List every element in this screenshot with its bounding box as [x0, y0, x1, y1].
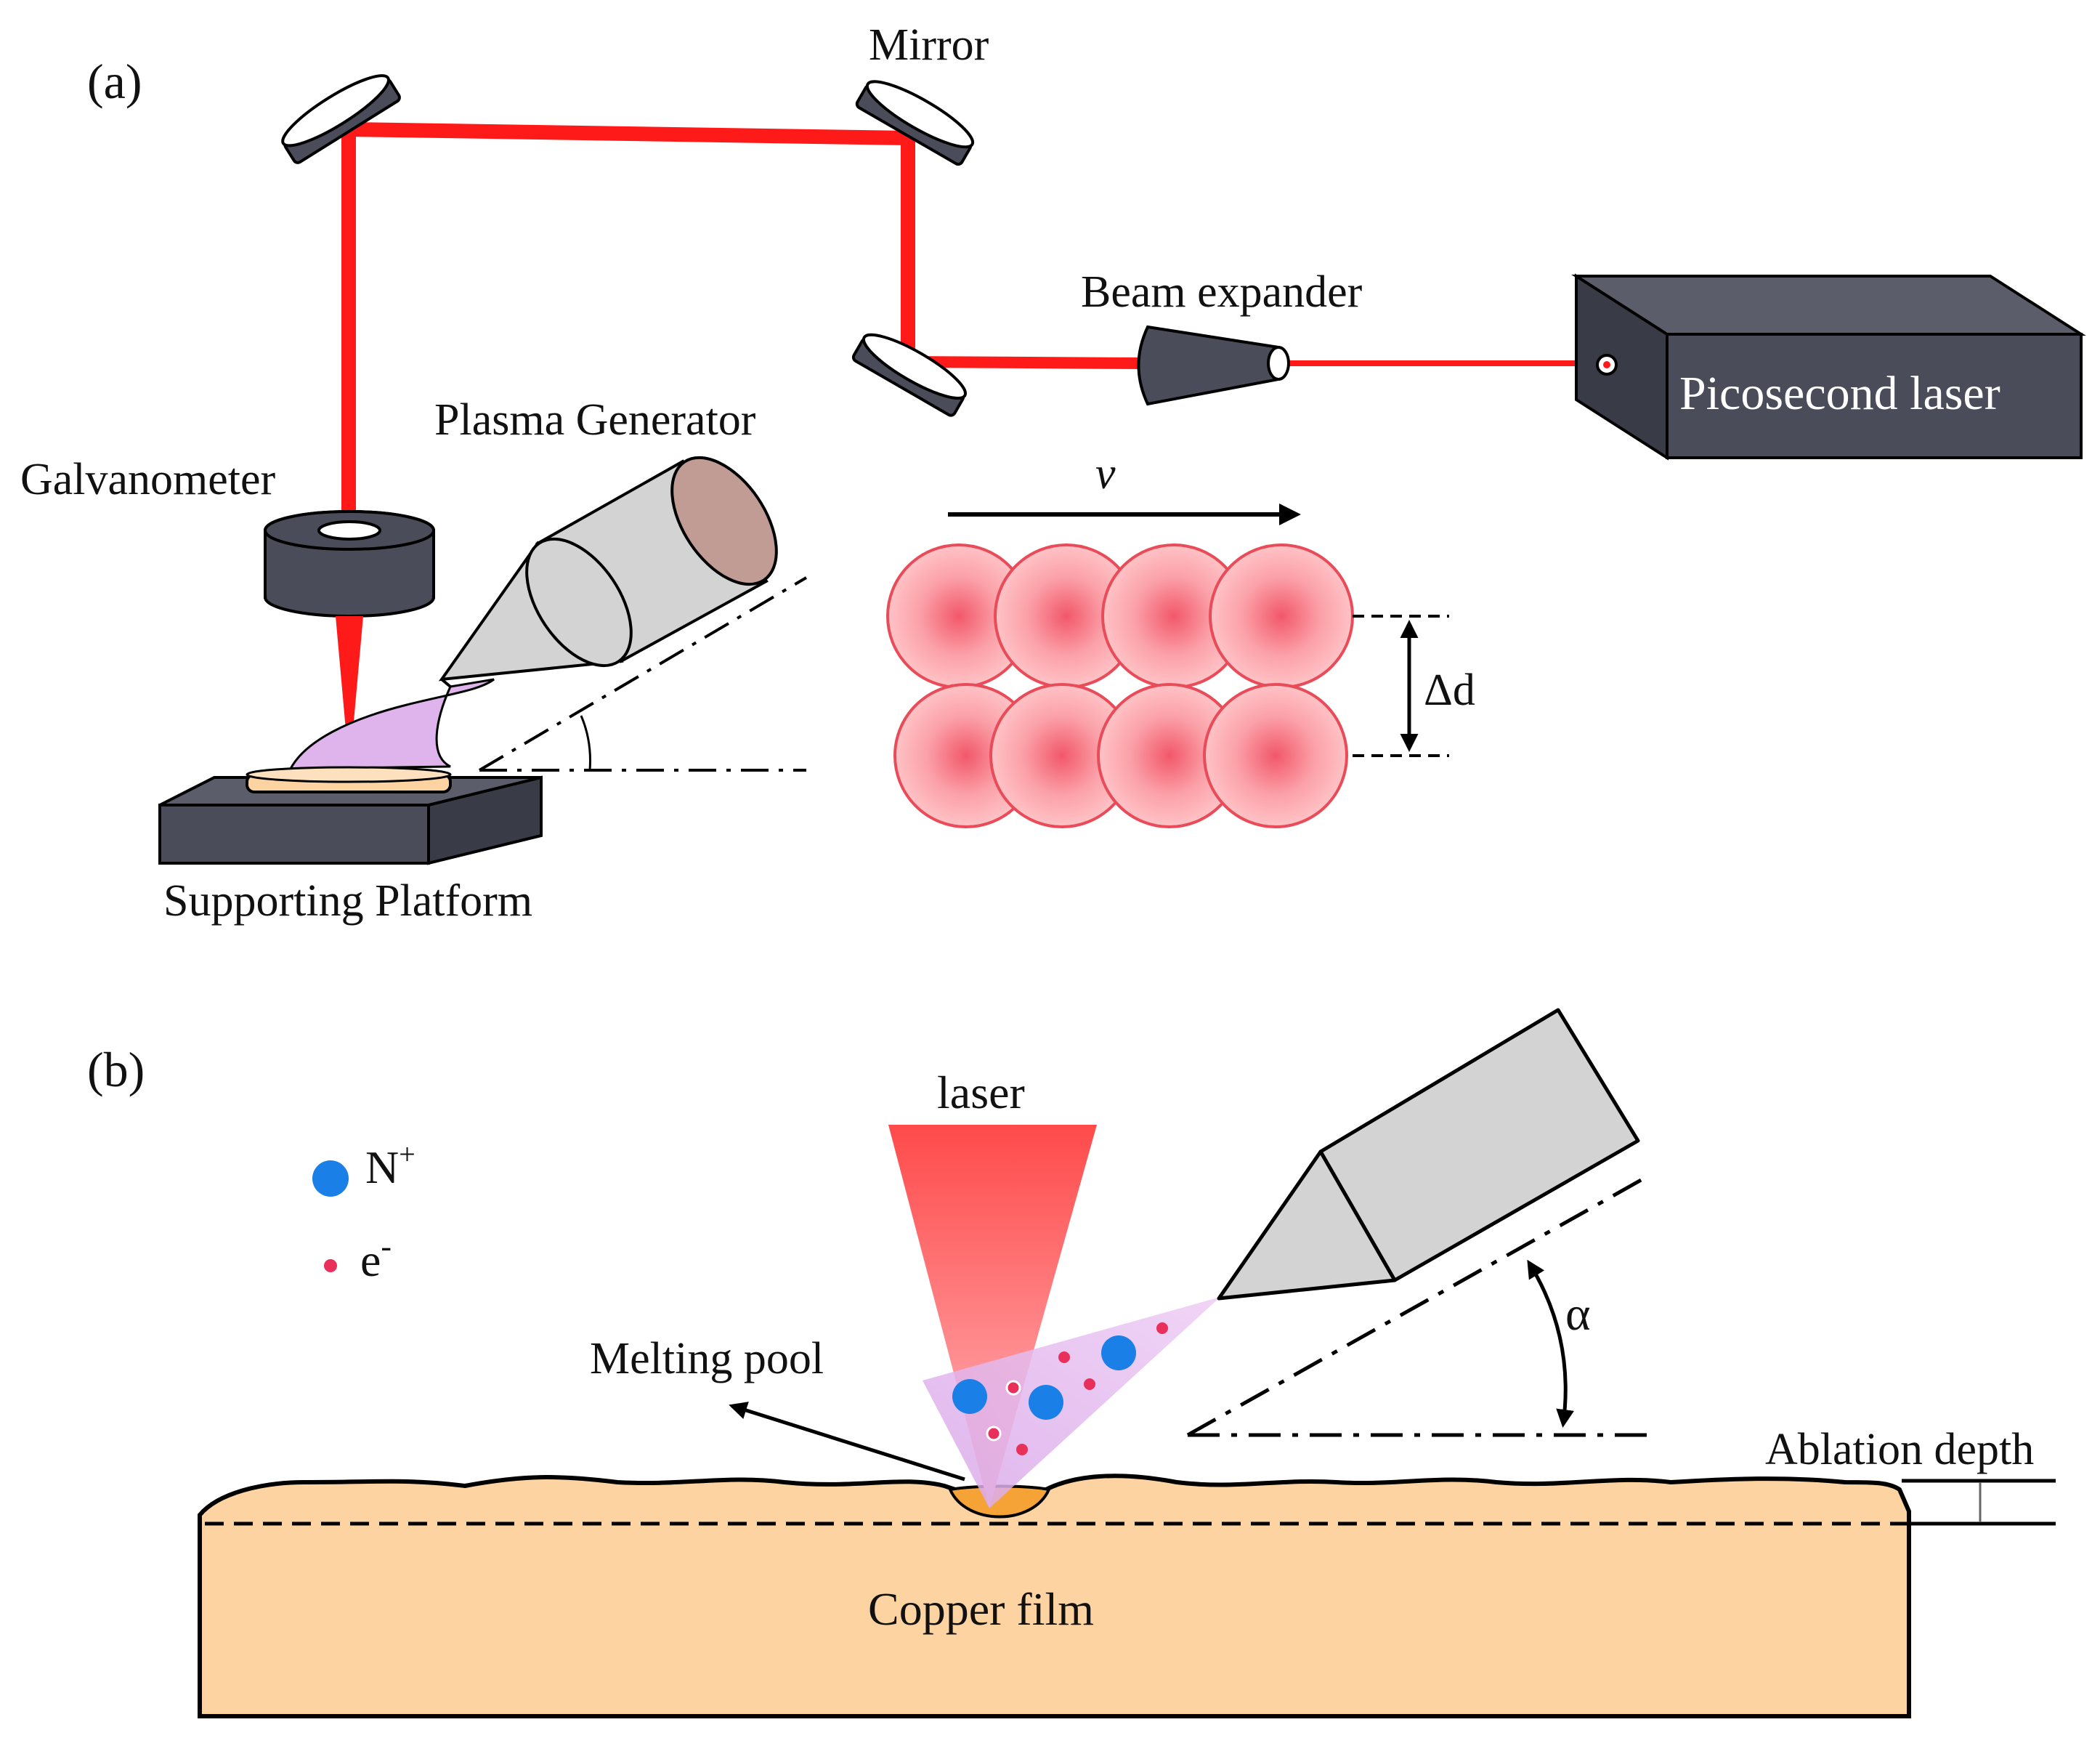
focused-beam [336, 616, 363, 770]
melting-pool-label: Melting pool [590, 1334, 824, 1383]
hatch-spacing-dimension [1353, 615, 1449, 757]
laser-spot [1203, 683, 1348, 828]
panel-b: (b) N+ e- Copper film Ablation depth las… [87, 1008, 2056, 1718]
panel-b-tag: (b) [87, 1042, 145, 1097]
plasma-species [952, 1322, 1168, 1455]
mirror-top-right [855, 80, 975, 166]
laser-cone [888, 1125, 1097, 1508]
electron [1058, 1351, 1070, 1363]
copper-film-label: Copper film [868, 1583, 1094, 1635]
beam-segment-top [341, 121, 916, 146]
nitrogen-ion-legend-label: N+ [365, 1138, 415, 1193]
mirror-bottom [851, 333, 967, 417]
beam-expander-label: Beam expander [1081, 267, 1363, 317]
hatch-spacing-label: Δd [1424, 666, 1475, 715]
incidence-angle-indicator [478, 576, 808, 772]
galvanometer-label: Galvanometer [20, 455, 276, 504]
panel-a: (a) Mirror [20, 20, 2086, 926]
electron [1156, 1322, 1168, 1334]
electron-legend-label: e- [360, 1229, 392, 1286]
alpha-angle-indicator [1186, 1173, 1656, 1437]
plasma-jet [923, 1297, 1220, 1508]
velocity-label: v [1095, 449, 1116, 498]
laser-spot-array [886, 543, 1354, 828]
plasma-generator-label: Plasma Generator [434, 395, 756, 445]
platform-label: Supporting Platform [163, 876, 532, 926]
picosecond-laser [1571, 273, 2086, 461]
electron [1005, 1380, 1021, 1396]
species-legend: N+ e- [312, 1138, 415, 1286]
beam-expander [1137, 325, 1290, 406]
laser-label: laser [937, 1067, 1025, 1118]
mirror-top-left [281, 74, 401, 164]
ablation-depth-label: Ablation depth [1765, 1425, 2034, 1474]
laser-beam-path [341, 121, 1605, 530]
nitrogen-ion-legend-marker [312, 1160, 349, 1197]
plasma-plume [288, 678, 495, 770]
mirror-label: Mirror [869, 20, 989, 70]
melting-pool-arrow [729, 1402, 965, 1482]
sample-disc [246, 766, 452, 793]
electron [1016, 1444, 1028, 1455]
electron [1084, 1378, 1095, 1390]
plasma-nozzle [1217, 1008, 1640, 1301]
plasma-generator [438, 456, 778, 688]
electron [986, 1426, 1002, 1442]
laser-spot [1209, 543, 1354, 689]
panel-a-tag: (a) [87, 54, 142, 109]
nitrogen-ion [952, 1379, 987, 1414]
galvanometer [264, 510, 435, 618]
beam-segment-expander-out [901, 355, 1147, 370]
electron-legend-marker [324, 1259, 337, 1272]
alpha-label: α [1565, 1288, 1591, 1341]
picosecond-laser-label: Picosecond laser [1679, 367, 2000, 420]
ablation-depth-dimension [1902, 1479, 2056, 1526]
nitrogen-ion [1101, 1335, 1136, 1370]
nitrogen-ion [1029, 1385, 1063, 1420]
